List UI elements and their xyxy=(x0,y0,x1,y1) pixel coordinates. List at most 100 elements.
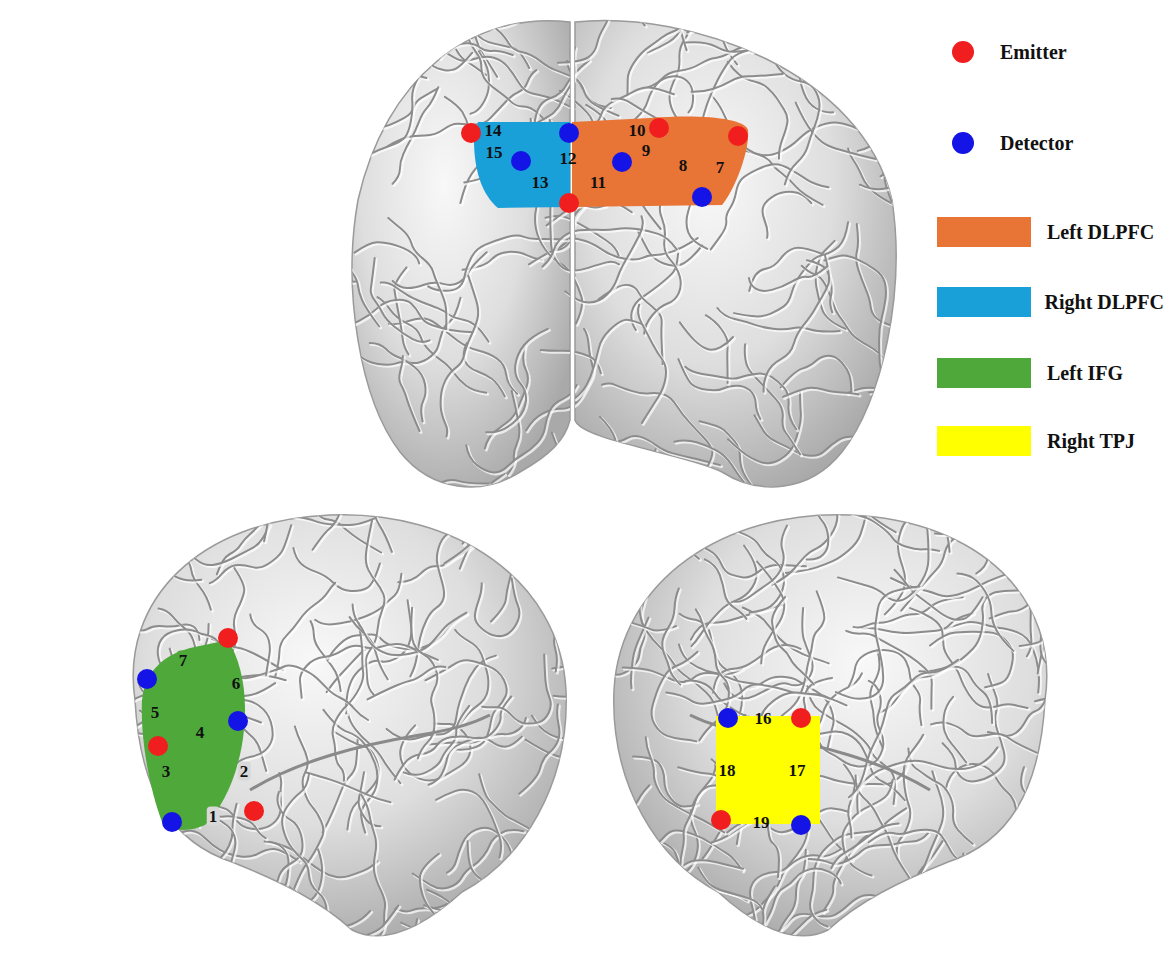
gyrus-highlight xyxy=(169,929,251,938)
gyri xyxy=(8,385,680,959)
detector-dot xyxy=(718,708,738,728)
gyrus-highlight xyxy=(945,698,968,764)
sulcus-line xyxy=(415,919,475,959)
emitter-dot xyxy=(148,736,168,756)
gyrus-highlight xyxy=(920,460,1032,517)
sulcus-line xyxy=(957,574,1013,651)
gyrus-highlight xyxy=(686,933,787,959)
sulcus-line xyxy=(863,947,914,959)
gyrus-highlight xyxy=(234,912,303,944)
sulcus-line xyxy=(210,863,303,940)
gyrus-highlight xyxy=(1046,515,1132,577)
gyrus-highlight xyxy=(553,434,625,484)
sulcus-line xyxy=(349,77,437,129)
sulcus-line xyxy=(96,817,152,861)
gyrus-highlight xyxy=(700,869,764,910)
gyrus-highlight xyxy=(826,0,847,31)
channel-number: 11 xyxy=(588,173,608,192)
gyri xyxy=(223,0,1058,580)
gyrus-highlight xyxy=(326,907,400,959)
sulcus-line xyxy=(846,631,932,709)
channel-number: 3 xyxy=(160,762,173,781)
sulcus-line xyxy=(210,525,291,583)
gyrus-highlight xyxy=(880,0,895,14)
sulcus-line xyxy=(546,518,564,672)
gyrus-highlight xyxy=(426,907,500,959)
sulcus-line xyxy=(315,574,401,625)
emitter-dot xyxy=(711,810,731,830)
gyrus-highlight xyxy=(559,726,619,775)
sulcus-line xyxy=(895,154,952,199)
left-dlpfc-region xyxy=(572,117,748,208)
gyrus-highlight xyxy=(356,244,421,265)
sulcus-line xyxy=(17,556,181,597)
sulcus-line xyxy=(674,440,830,498)
sulcus-line xyxy=(295,451,368,513)
brain-hemisphere xyxy=(575,21,896,487)
gyrus-highlight xyxy=(962,516,1039,523)
sulcus-line xyxy=(394,267,408,354)
gyrus-highlight xyxy=(1037,686,1132,705)
gyrus-highlight xyxy=(379,299,488,395)
sulcus-line xyxy=(507,477,597,537)
gyrus-highlight xyxy=(555,586,630,646)
sulcus-line xyxy=(388,218,446,329)
gyrus-highlight xyxy=(372,260,431,344)
emitter-dot xyxy=(244,801,264,821)
sulcus-line xyxy=(475,578,520,636)
sulcus-line xyxy=(244,913,327,943)
sulcus-line xyxy=(346,448,489,510)
sulcus-line xyxy=(781,356,852,393)
gyrus-highlight xyxy=(481,776,552,855)
channel-number: 2 xyxy=(238,762,251,781)
sulcus-line xyxy=(549,583,628,603)
sulcus-line xyxy=(680,322,733,349)
legend-swatch xyxy=(937,358,1031,388)
sulcus-line xyxy=(746,886,774,959)
sulcus-line xyxy=(662,589,680,685)
gyrus-highlight xyxy=(393,386,419,513)
sulcus-line xyxy=(8,458,150,569)
sulcus-line xyxy=(910,608,1028,708)
sulcus-line xyxy=(479,774,550,853)
sulcus-line xyxy=(526,329,593,431)
gyrus-highlight xyxy=(697,1,739,66)
gyrus-highlight xyxy=(640,306,668,424)
sulcus-line xyxy=(547,457,658,510)
gyrus-highlight xyxy=(352,19,406,170)
sulcus-line xyxy=(575,320,647,399)
gyrus-highlight xyxy=(629,910,655,959)
gyrus-highlight xyxy=(155,540,213,611)
sulcus-line xyxy=(391,385,417,512)
sulcus-line xyxy=(542,228,676,266)
sulcus-line xyxy=(619,446,673,529)
sulcus-line xyxy=(544,492,603,579)
sulcus-line xyxy=(1034,516,1093,568)
channel-number: 19 xyxy=(751,813,772,832)
sulcus-line xyxy=(366,945,402,959)
gyrus-highlight xyxy=(349,20,428,79)
sulcus-line xyxy=(395,898,542,911)
sulcus-line xyxy=(217,886,366,959)
channel-number: 12 xyxy=(558,149,579,168)
sulcus-line xyxy=(463,497,516,544)
sulcus-line xyxy=(616,785,649,906)
sulcus-line xyxy=(558,0,611,63)
gyrus-highlight xyxy=(730,924,756,959)
sulcus-line xyxy=(566,417,617,506)
sulcus-line xyxy=(250,615,270,675)
gyrus-highlight xyxy=(803,267,892,382)
sulcus-line xyxy=(455,630,488,727)
sulcus-line xyxy=(867,933,942,959)
sulcus-line xyxy=(731,529,784,612)
gyrus-highlight xyxy=(877,434,932,504)
sulcus-line xyxy=(511,0,645,26)
sulcus-line xyxy=(692,74,783,92)
gyrus-highlight xyxy=(869,935,944,959)
channel-number: 10 xyxy=(627,121,648,140)
sulcus-line xyxy=(943,674,1005,781)
sulcus-line xyxy=(825,0,846,30)
gyrus-highlight xyxy=(161,911,261,934)
gyrus-highlight xyxy=(568,418,619,507)
gyrus-highlight xyxy=(921,592,1020,673)
